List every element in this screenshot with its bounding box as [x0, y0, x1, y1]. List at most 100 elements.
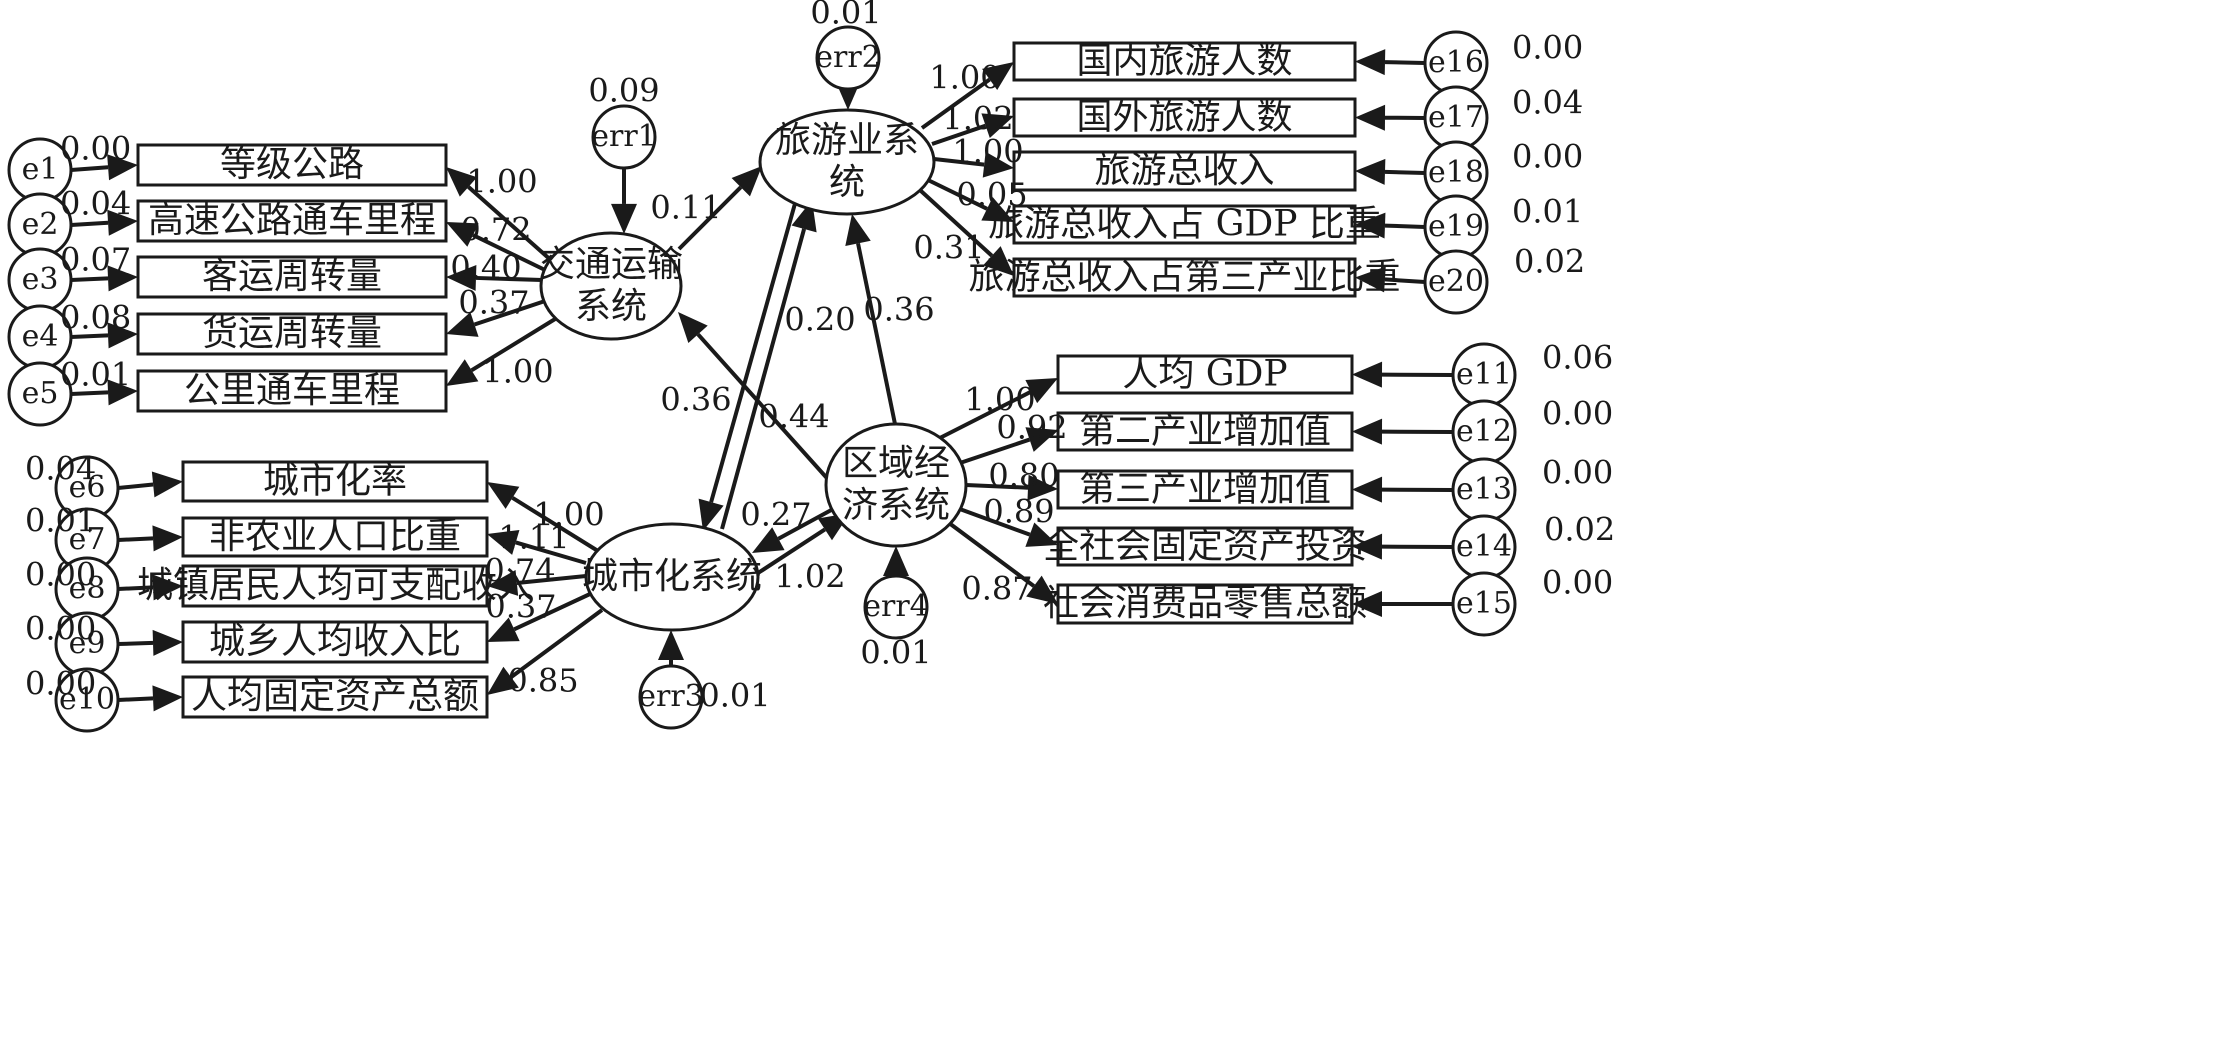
variance-label-err4: 0.01 — [860, 634, 931, 672]
path-coef-urban-to-economy: 1.02 — [774, 558, 845, 596]
error-label: e5 — [22, 376, 59, 411]
variance-label-e10: 0.00 — [25, 665, 96, 703]
path-coef-economy-to-b_e12: 0.92 — [996, 409, 1067, 447]
indicator-label: 第三产业增加值 — [1079, 469, 1331, 510]
indicator-label: 公里通车里程 — [184, 370, 400, 411]
error-e13: e13 — [1453, 459, 1515, 521]
variance-label-e17: 0.04 — [1512, 84, 1583, 122]
error-arrow-err4-arrowhead — [883, 546, 909, 576]
error-arrow-e2-line — [71, 223, 108, 225]
error-label: e4 — [22, 319, 59, 354]
error-arrow-e9-line — [118, 643, 153, 644]
error-label: e3 — [22, 262, 59, 297]
variance-label-e11: 0.06 — [1542, 339, 1613, 377]
path-coef-tourism-to-b_e16: 1.00 — [929, 59, 1000, 97]
variance-label-e3: 0.07 — [60, 241, 131, 279]
error-label: e16 — [1428, 45, 1484, 80]
indicator-label: 旅游总收入 — [1094, 150, 1274, 191]
latent-label-line: 统 — [829, 162, 865, 203]
path-coef-tourism-to-b_e20: 0.31 — [913, 229, 984, 267]
indicator-label: 城乡人均收入比 — [209, 621, 461, 662]
variance-label-e5: 0.01 — [60, 356, 131, 394]
error-label: err4 — [863, 589, 929, 624]
indicator-e3: 客运周转量 — [138, 256, 446, 297]
error-arrow-e6-arrowhead — [152, 472, 183, 498]
error-label: e17 — [1428, 100, 1484, 135]
path-coef-urban-to-b_e9: 0.37 — [485, 588, 556, 626]
path-coef-transport-to-tourism: 0.11 — [650, 189, 721, 227]
error-e15: e15 — [1453, 573, 1515, 635]
path-coef-transport-to-b_e5: 1.00 — [482, 353, 553, 391]
indicator-label: 客运周转量 — [202, 256, 382, 297]
path-coef-urban-to-b_e8: 0.74 — [484, 552, 555, 590]
path-economy-to-tourism-arrowhead — [845, 214, 870, 246]
error-e12: e12 — [1453, 401, 1515, 463]
error-e11: e11 — [1453, 344, 1515, 406]
path-coef-transport-to-b_e3: 0.40 — [450, 249, 521, 287]
path-coef-transport-to-b_e4: 0.37 — [458, 284, 529, 322]
path-coef-economy-to-tourism: 0.36 — [863, 291, 934, 329]
error-label: err2 — [815, 40, 881, 75]
error-label: e15 — [1456, 586, 1512, 621]
indicator-e19: 旅游总收入占 GDP 比重 — [988, 204, 1381, 245]
error-err2: err2 — [815, 27, 881, 89]
indicator-label: 非农业人口比重 — [209, 516, 461, 557]
error-arrow-e3-line — [71, 278, 108, 280]
error-arrow-e16-arrowhead — [1355, 49, 1385, 75]
variance-label-err2: 0.01 — [810, 0, 881, 32]
error-e17: e17 — [1425, 87, 1487, 149]
variance-label-e13: 0.00 — [1542, 454, 1613, 492]
error-err3: err3 — [638, 666, 704, 728]
variance-label-e2: 0.04 — [60, 185, 131, 223]
error-arrow-e12-arrowhead — [1352, 419, 1382, 445]
variance-label-e8: 0.00 — [25, 556, 96, 594]
indicator-e14: 全社会固定资产投资 — [1043, 526, 1367, 567]
error-err1: err1 — [591, 106, 657, 168]
indicator-label: 全社会固定资产投资 — [1043, 526, 1367, 567]
path-economy-to-tourism-line — [858, 243, 895, 424]
latent-label-line: 旅游业系 — [775, 120, 919, 161]
path-coef-urban-to-b_e10: 0.85 — [507, 662, 578, 700]
variance-label-e14: 0.02 — [1544, 511, 1615, 549]
error-label: err1 — [591, 119, 657, 154]
indicator-e20: 旅游总收入占第三产业比重 — [968, 257, 1400, 298]
error-arrow-e11-arrowhead — [1352, 362, 1382, 388]
indicator-e15: 社会消费品零售总额 — [1043, 583, 1367, 624]
indicator-label: 国外旅游人数 — [1076, 97, 1292, 138]
path-urban-to-b_e6-arrowhead — [487, 482, 519, 509]
error-label: e20 — [1428, 264, 1484, 299]
path-coef-economy-to-b_e14: 0.89 — [983, 493, 1054, 531]
variance-label-e9: 0.00 — [25, 610, 96, 648]
indicator-e4: 货运周转量 — [138, 313, 446, 354]
indicator-e18: 旅游总收入 — [1014, 150, 1355, 191]
error-e19: e19 — [1425, 196, 1487, 258]
path-coef-tourism-to-b_e19: 0.05 — [956, 176, 1027, 214]
variance-label-e6: 0.04 — [25, 450, 96, 488]
error-arrow-e13-arrowhead — [1352, 477, 1382, 503]
path-coef-tourism-to-urban: 0.36 — [660, 381, 731, 419]
indicator-label: 旅游总收入占 GDP 比重 — [988, 204, 1381, 245]
path-coef-transport-to-b_e2: 0.72 — [460, 211, 531, 249]
variance-label-e16: 0.00 — [1512, 29, 1583, 67]
indicator-e1: 等级公路 — [138, 144, 446, 185]
error-arrow-err3-arrowhead — [658, 630, 684, 660]
indicator-label: 旅游总收入占第三产业比重 — [968, 257, 1400, 298]
indicator-e17: 国外旅游人数 — [1014, 97, 1355, 138]
path-coef-economy-to-b_e13: 0.80 — [988, 457, 1059, 495]
latent-label-line: 系统 — [575, 286, 647, 327]
indicator-label: 高速公路通车里程 — [148, 200, 436, 241]
variance-label-e4: 0.08 — [60, 299, 131, 337]
latent-label-line: 城市化系统 — [582, 556, 762, 597]
indicator-label: 人均 GDP — [1122, 354, 1287, 395]
error-arrow-e16-line — [1385, 62, 1425, 63]
indicator-e7: 非农业人口比重 — [183, 516, 487, 557]
indicator-e11: 人均 GDP — [1058, 354, 1352, 395]
latent-label-line: 区域经 — [842, 443, 950, 484]
error-arrow-e10-arrowhead — [152, 685, 183, 711]
variance-label-e1: 0.00 — [60, 130, 131, 168]
indicator-label: 社会消费品零售总额 — [1043, 583, 1367, 624]
error-arrow-e7-line — [118, 538, 153, 540]
path-tourism-to-urban-line — [711, 200, 796, 502]
